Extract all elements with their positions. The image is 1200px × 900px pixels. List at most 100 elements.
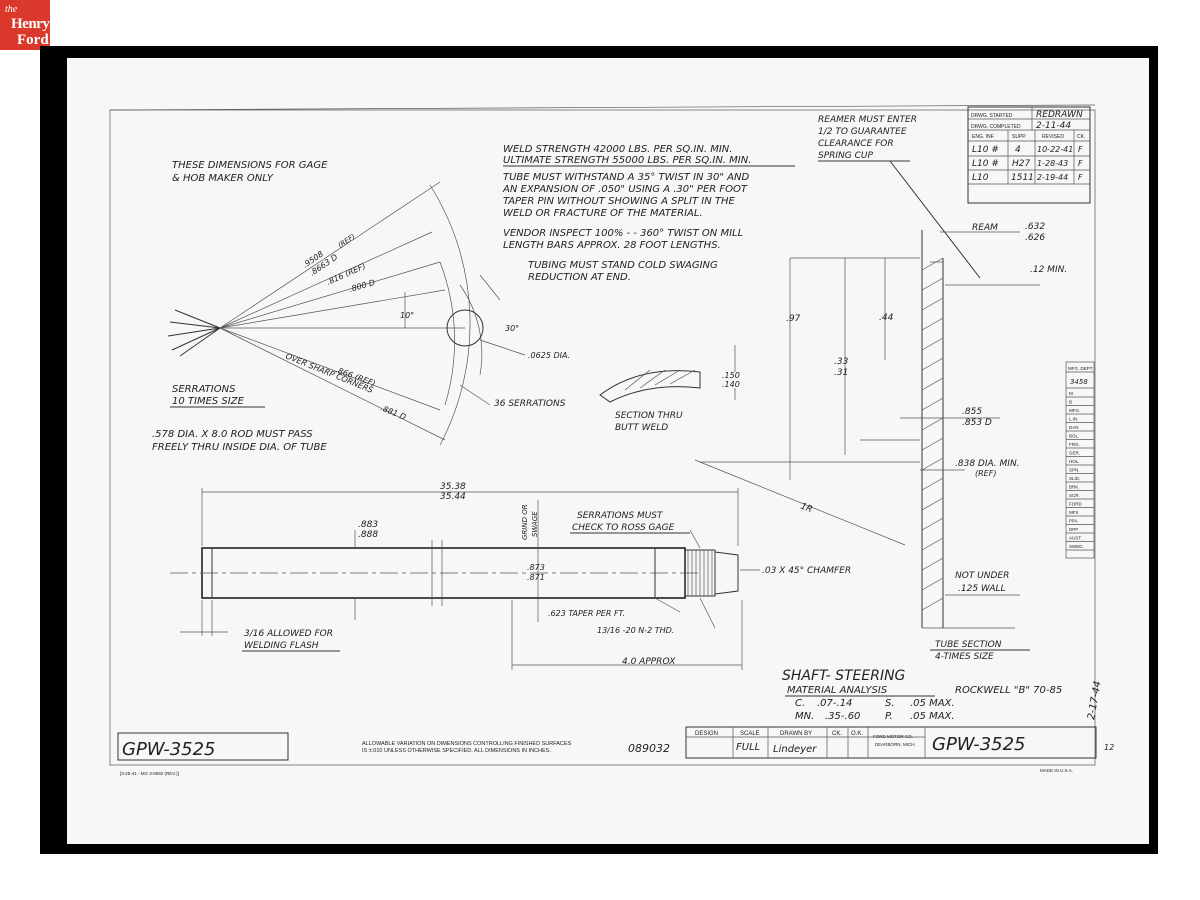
serrations-label-1: SERRATIONS [172, 384, 236, 395]
dim-0625: .0625 DIA. [528, 351, 570, 360]
mfg-dept-item: PPA [1069, 519, 1078, 524]
drawn-by-header: DRAWN BY [780, 731, 812, 737]
serial-number: 089032 [628, 742, 670, 755]
tube-section-2: 4-TIMES SIZE [935, 652, 994, 662]
manufacturing-dept-list: MFG. DEPT 3458 MBMFG.L.IN.DANBOL.FRG.GER… [1065, 361, 1095, 559]
made-in-usa: MADE IN U.S.A. [1040, 768, 1073, 773]
part-number: GPW-3525 [932, 734, 1026, 755]
dim-10-deg: 10° [400, 311, 414, 320]
mfg-dept-item: DAN [1069, 425, 1079, 430]
phosphorus-value: .05 MAX. [910, 711, 955, 722]
reamer-note-3: CLEARANCE FOR [818, 139, 894, 149]
dim-31: .31 [834, 368, 848, 378]
rev-eng-label: ENG. INF. [972, 134, 995, 140]
serrations-must-2: CHECK TO ROSS GAGE [572, 523, 675, 533]
rev-ck-label: CK. [1077, 134, 1085, 140]
dim-97: .97 [786, 314, 801, 324]
rev-completed-label: DRWG. COMPLETED [971, 124, 1021, 130]
mfg-dept-item: SCR. [1069, 493, 1080, 498]
rev-row-3-c: 2-19-44 [1037, 173, 1068, 182]
scale-header: SCALE [740, 731, 760, 737]
serrations-label-2: 10 TIMES SIZE [172, 396, 245, 407]
tubing-note-1: TUBING MUST STAND COLD SWAGING [528, 260, 718, 271]
manganese-value: .35-.60 [825, 711, 860, 722]
mfg-dept-value: 3458 [1070, 378, 1088, 386]
rod-note-1: .578 DIA. X 8.0 ROD MUST PASS [152, 429, 313, 440]
dim-881: .881 D [379, 404, 407, 422]
dim-od-1: .883 [358, 520, 378, 530]
mfg-dept-item: MFX [1069, 510, 1079, 515]
company-name: FORD MOTOR CO. [873, 734, 913, 739]
mfg-dept-header: MFG. DEPT [1068, 366, 1093, 371]
ck-header: CK. [832, 731, 842, 737]
dim-radius: 1R [799, 502, 814, 516]
rev-revised-label: REVISED [1042, 134, 1064, 140]
carbon-value: .07-.14 [817, 698, 852, 709]
material-analysis: MATERIAL ANALYSIS [787, 685, 888, 696]
rev-completed-value: 2-11-44 [1036, 121, 1071, 131]
scale-value: FULL [736, 742, 760, 753]
tubing-note-2: REDUCTION AT END. [528, 272, 631, 283]
mfg-dept-item: SPN. [1069, 468, 1080, 473]
rev-row-1-a: L10 # [972, 145, 999, 155]
rev-row-2-b: H27 [1012, 159, 1030, 169]
rev-supp-label: SUPP. [1012, 134, 1026, 140]
chamfer-label: .03 X 45° CHAMFER [762, 566, 851, 576]
drawing-sheet [67, 58, 1149, 844]
drawing-title: SHAFT- STEERING [782, 668, 906, 684]
mfg-dept-item: HOL. [1069, 459, 1080, 464]
form-number: [3-25-41 - MG 3-8092 (REV.)] [120, 771, 179, 776]
vendor-note-2: LENGTH BARS APPROX. 28 FOOT LENGTHS. [503, 240, 721, 251]
reamer-note-1: REAMER MUST ENTER [818, 115, 917, 125]
min-dia-1: .838 DIA. MIN. [955, 459, 1020, 469]
vendor-note-1: VENDOR INSPECT 100% - - 360° TWIST ON MI… [503, 228, 743, 239]
dim-626: .626 [1025, 233, 1045, 243]
not-under-1: NOT UNDER [955, 571, 1009, 581]
tube-section [694, 230, 1040, 629]
swage-label: SWAGE [531, 511, 539, 537]
rev-row-3-b: 1511 [1011, 173, 1034, 183]
tube-note-2: AN EXPANSION OF .050" USING A .30" PER F… [502, 184, 748, 195]
rev-row-3-d: F [1078, 173, 1083, 182]
thread-label: 13/16 -20 N-2 THD. [597, 626, 674, 635]
dim-length-1: 35.38 [440, 482, 466, 492]
revision-block: DRWG. STARTED REDRAWN DRWG. COMPLETED 2-… [967, 106, 1091, 204]
part-number-left: GPW-3525 [122, 739, 216, 760]
dim-id-2: .871 [527, 573, 545, 582]
drawn-by-value: Lindeyer [773, 744, 817, 755]
grind-label: GRIND OR [521, 504, 529, 540]
logo-line-1: the [5, 4, 18, 15]
dim-855: .855 [962, 407, 982, 417]
rev-row-2-a: L10 # [972, 159, 999, 169]
henry-ford-logo: the Henry Ford [0, 0, 50, 50]
rev-started-label: DRWG. STARTED [971, 113, 1013, 119]
flash-note-2: WELDING FLASH [244, 641, 319, 651]
gage-note-1: THESE DIMENSIONS FOR GAGE [172, 160, 328, 171]
dim-33: .33 [834, 357, 849, 367]
mfg-dept-item: AUST. [1069, 536, 1082, 541]
rockwell-spec: ROCKWELL "B" 70-85 [955, 685, 1062, 696]
rev-row-3-a: L10 [972, 173, 989, 183]
not-under-2: .125 WALL [958, 584, 1006, 594]
tube-note-3: TAPER PIN WITHOUT SHOWING A SPLIT IN THE [503, 196, 736, 207]
rev-started-value: REDRAWN [1036, 110, 1083, 120]
sulfur-label: S. [885, 698, 895, 709]
carbon-label: C. [795, 698, 805, 709]
mfg-dept-item: BOL. [1069, 434, 1079, 439]
reamer-note-2: 1/2 TO GUARANTEE [818, 127, 907, 137]
serration-count: 36 SERRATIONS [494, 399, 566, 409]
dim-length-2: 35.44 [440, 492, 466, 502]
margin-date: 2-17-44 [1086, 680, 1104, 720]
min-dia-2: (REF) [975, 469, 996, 478]
drawing-border [109, 109, 1096, 766]
dim-800: .800 D [348, 278, 376, 294]
tube-note-1: TUBE MUST WITHSTAND A 35° TWIST IN 30" A… [503, 172, 750, 183]
section-thru-label: SECTION THRU [615, 411, 683, 421]
mfg-dept-item: GER. [1069, 451, 1080, 456]
dim-id-1: .873 [527, 563, 545, 572]
company-location: DEARBORN, MICH. [875, 742, 916, 747]
dim-ref-1: (REF) [337, 232, 357, 249]
sulfur-value: .05 MAX. [910, 698, 955, 709]
ream-label: REAM [972, 223, 998, 233]
phosphorus-label: P. [885, 711, 893, 722]
